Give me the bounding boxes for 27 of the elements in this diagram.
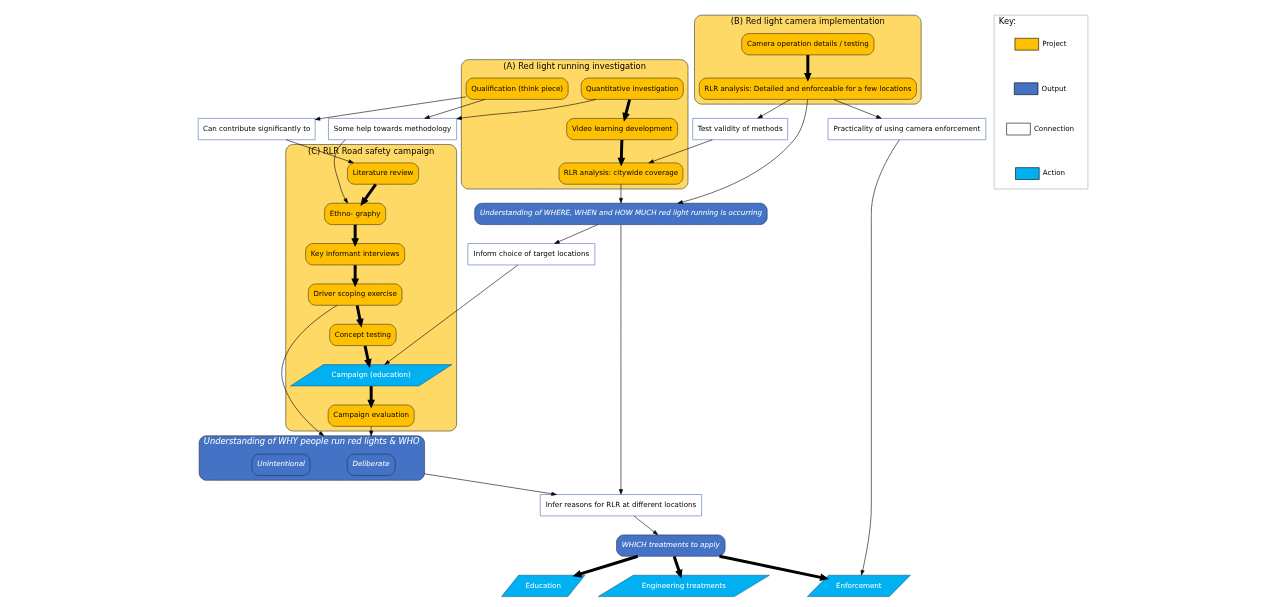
arrow [424,473,557,496]
arrow [281,305,338,437]
arrow [648,139,713,164]
arrow [633,515,659,536]
arrow [384,264,518,365]
arrow [314,96,467,121]
arrow [617,139,626,167]
arrow [833,99,882,119]
arrow [860,139,900,576]
arrow [804,55,812,82]
arrow [677,99,808,204]
arrow [622,99,631,122]
arrow [360,183,377,206]
arrow [334,139,348,204]
arrow [285,139,354,164]
arrow [554,224,598,244]
arrow [619,184,623,204]
arrow [719,554,829,582]
arrow [757,99,791,119]
arrow [619,224,623,495]
arrow [369,426,374,437]
arrow [351,265,359,288]
arrow [424,99,486,119]
arrow [572,554,639,578]
arrow [355,305,364,328]
arrow [367,386,375,409]
arrow [456,99,597,120]
